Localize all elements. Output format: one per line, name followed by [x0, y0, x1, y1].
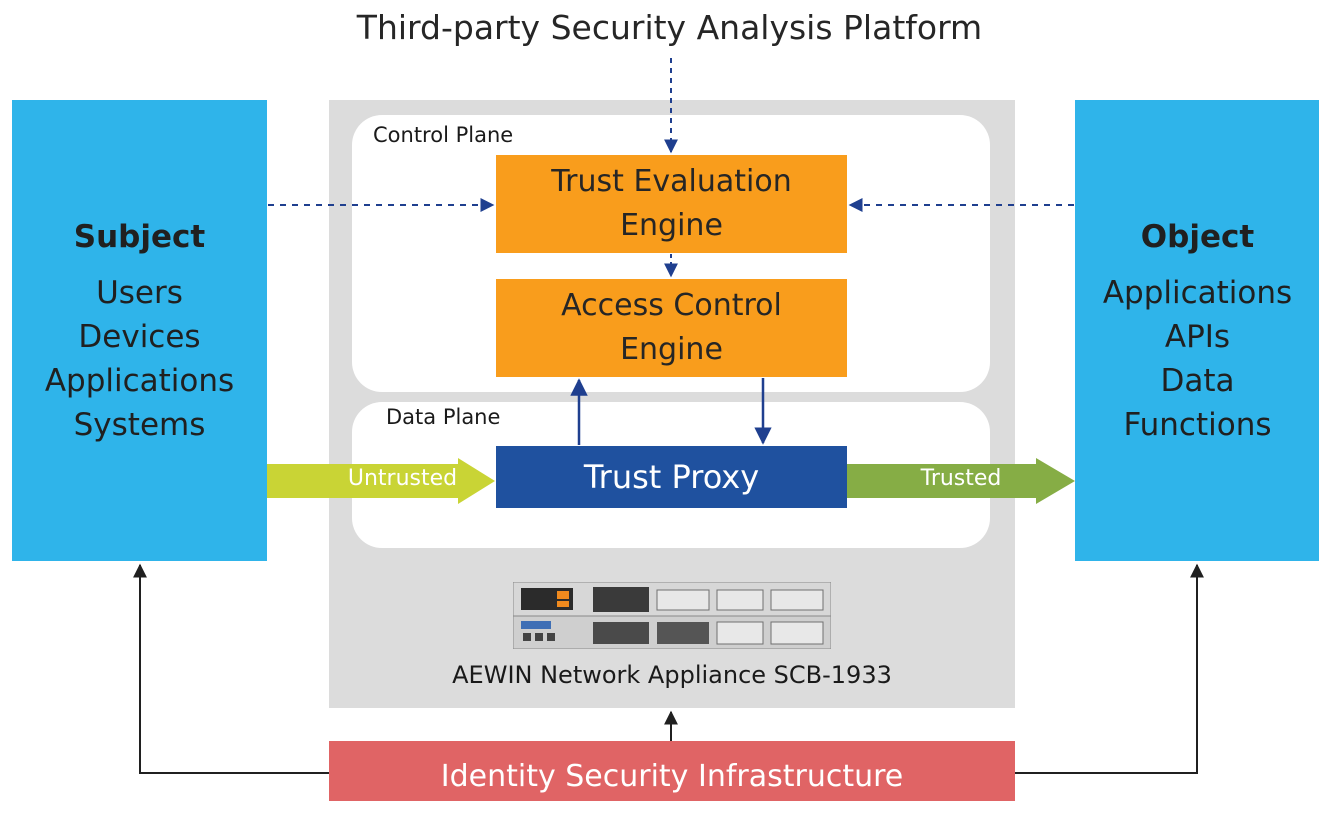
data-plane-label: Data Plane [386, 405, 501, 429]
access-control-engine-line-1: Access Control [561, 288, 782, 323]
subject-item-applications: Applications [44, 362, 235, 399]
object-item-applications: Applications [1102, 274, 1293, 311]
network-appliance-image [513, 582, 831, 649]
subject-title: Subject [73, 218, 206, 255]
platform-title: Third-party Security Analysis Platform [356, 8, 983, 47]
trust-proxy: Trust Proxy [496, 446, 847, 508]
object-item-apis: APIs [1164, 318, 1231, 355]
object-item-data: Data [1160, 362, 1235, 399]
identity-security-infrastructure: Identity Security Infrastructure [329, 741, 1015, 801]
trust-evaluation-engine-line-1: Trust Evaluation [551, 164, 792, 199]
trusted-label: Trusted [920, 466, 1002, 491]
subject-item-systems: Systems [73, 406, 206, 443]
subject-list: Users Devices Applications Systems [45, 271, 234, 447]
identity-to-object-arrow [1015, 563, 1204, 774]
trust-evaluation-engine-line-2: Engine [620, 208, 723, 243]
control-plane-label: Control Plane [373, 123, 514, 147]
access-control-engine: Access Control Engine [496, 279, 847, 377]
subject-box: Subject Users Devices Applications Syste… [12, 100, 267, 561]
subject-item-users: Users [96, 274, 183, 311]
identity-to-subject-arrow [133, 563, 329, 774]
subject-item-devices: Devices [78, 318, 201, 355]
access-control-engine-line-2: Engine [620, 332, 723, 367]
object-list: Applications APIs Data Functions [1103, 271, 1292, 447]
object-box: Object Applications APIs Data Functions [1075, 100, 1319, 561]
trust-evaluation-engine: Trust Evaluation Engine [496, 155, 847, 253]
object-item-functions: Functions [1123, 406, 1272, 443]
object-title: Object [1140, 218, 1255, 255]
appliance-name: AEWIN Network Appliance SCB-1933 [452, 661, 892, 689]
untrusted-label: Untrusted [347, 466, 458, 491]
